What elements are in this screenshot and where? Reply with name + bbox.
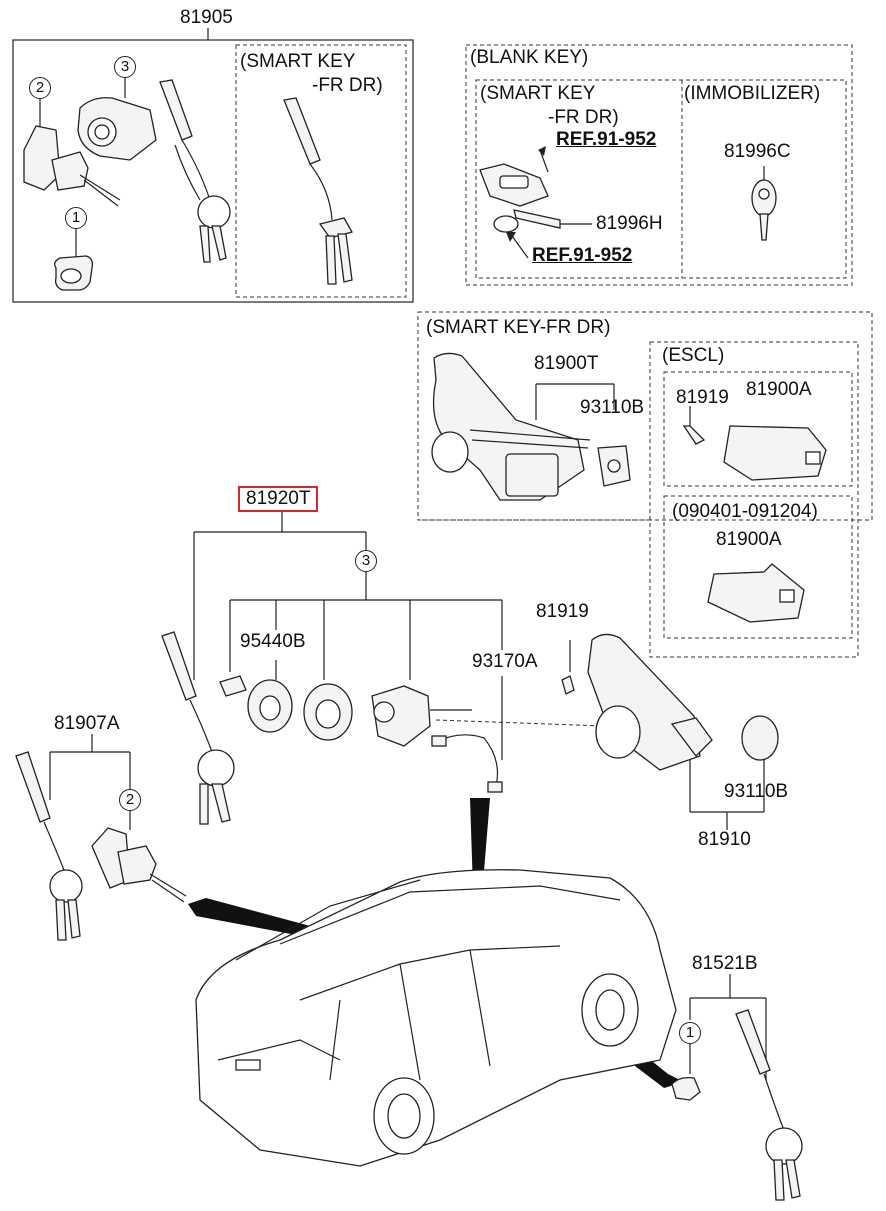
box-81905 [12,28,414,303]
tree-81920T [193,510,503,760]
tree-81521B [671,974,803,1201]
callout-2-top: 2 [29,77,51,99]
label-81905: 81905 [180,7,233,28]
callout-2-left: 2 [119,789,141,811]
box-smart-key-lower [417,311,873,658]
label-81900T: 81900T [534,353,599,374]
label-escl: (ESCL) [662,345,725,366]
label-81996C: 81996C [724,141,791,162]
label-93170A: 93170A [472,651,538,672]
door-lock-cylinder-drawing [54,228,94,291]
label-81521B: 81521B [692,953,758,974]
label-95440B: 95440B [240,631,306,652]
ref-link-top[interactable]: REF.91-952 [556,129,657,150]
callout-1-right: 1 [679,1022,701,1044]
label-81907A: 81907A [54,713,120,734]
escl-module-drawing [682,406,827,481]
label-93110B-top: 93110B [580,397,645,418]
label-smart-key-3: (SMART KEY-FR DR) [426,317,611,338]
steering-column-lower-drawing [561,633,779,830]
steering-lock-assembly-drawing [431,352,631,501]
escl-alt-module-drawing [707,563,805,623]
label-smart-key-2b: -FR DR) [548,107,619,128]
tree-81907A [15,734,187,941]
key-set-middle-drawing [161,631,235,825]
ignition-body-drawing [77,78,157,161]
label-81996H: 81996H [596,213,663,234]
label-smart-key-b: -FR DR) [312,75,383,96]
immobilizer-key-drawing [751,166,777,241]
label-smart-key-a: (SMART KEY [240,51,356,72]
label-81900A-top: 81900A [746,379,812,400]
label-smart-key-2a: (SMART KEY [480,83,596,104]
callout-3-mid: 3 [355,550,377,572]
callout-1-top: 1 [65,207,87,229]
callout-3-top: 3 [114,56,136,78]
ref-link-bottom[interactable]: REF.91-952 [532,245,633,266]
label-81919-top: 81919 [676,387,729,408]
label-81910: 81910 [698,829,751,850]
ignition-parts-row-drawing [219,675,605,793]
label-date-range: (090401-091204) [672,501,818,522]
label-81919-mid: 81919 [536,601,589,622]
lock-housing-drawing [23,98,121,207]
smart-key-fob-drawing [479,146,592,259]
label-81900A-bottom: 81900A [716,529,782,550]
smart-key-inset-drawing [283,97,353,285]
label-81920T[interactable]: 81920T [238,486,319,512]
label-immobilizer: (IMMOBILIZER) [684,83,821,104]
key-set-drawing [159,79,231,263]
label-93110B-bottom: 93110B [724,781,789,802]
box-blank-key [465,44,853,286]
label-blank-key: (BLANK KEY) [470,47,589,68]
vehicle-drawing [195,869,677,1167]
